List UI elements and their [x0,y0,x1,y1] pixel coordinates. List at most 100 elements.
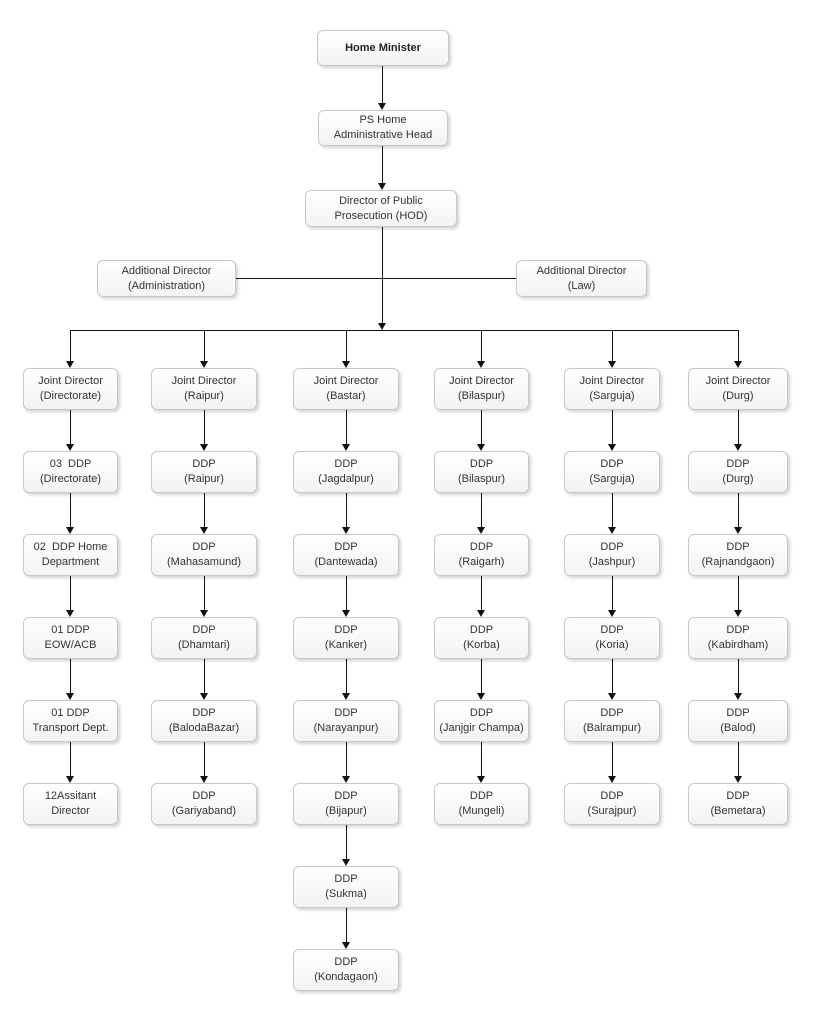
connector-arrowhead-down [66,776,74,783]
connector-arrowhead-down [342,444,350,451]
node-ddp-balrampur: DDP (Balrampur) [564,700,660,742]
connector-arrowhead-down [734,776,742,783]
node-ps-home-admin-head: PS Home Administrative Head [318,110,448,146]
connector-vline [70,493,71,527]
connector-arrowhead-down [608,776,616,783]
connector-arrowhead-down [200,776,208,783]
connector-vline [346,576,347,610]
node-ddp-kanker: DDP (Kanker) [293,617,399,659]
connector-vline [738,330,739,361]
connector-vline [481,576,482,610]
connector-arrowhead-down [734,527,742,534]
node-ddp-bijapur: DDP (Bijapur) [293,783,399,825]
connector-vline [738,576,739,610]
connector-vline [70,659,71,693]
connector-arrowhead-down [200,527,208,534]
connector-arrowhead-down [378,183,386,190]
node-ddp-durg: DDP (Durg) [688,451,788,493]
connector-vline [612,576,613,610]
connector-arrowhead-down [477,444,485,451]
node-ddp-mungeli: DDP (Mungeli) [434,783,529,825]
connector-vline [612,493,613,527]
connector-arrowhead-down [342,527,350,534]
node-ddp-rajnandgaon: DDP (Rajnandgaon) [688,534,788,576]
node-ddp-raigarh: DDP (Raigarh) [434,534,529,576]
connector-vline [346,493,347,527]
connector-arrowhead-down [66,610,74,617]
connector-arrowhead-down [200,361,208,368]
node-jd-bastar: Joint Director (Bastar) [293,368,399,410]
connector-arrowhead-down [200,444,208,451]
connector-arrowhead-down [342,610,350,617]
connector-hline [70,330,738,331]
node-ddp-bemetara: DDP (Bemetara) [688,783,788,825]
connector-arrowhead-down [378,103,386,110]
connector-hline [236,278,516,279]
connector-vline [204,742,205,776]
node-ddp-koria: DDP (Koria) [564,617,660,659]
connector-arrowhead-down [200,610,208,617]
node-ddp-raipur: DDP (Raipur) [151,451,257,493]
connector-vline [346,742,347,776]
connector-arrowhead-down [66,693,74,700]
connector-arrowhead-down [477,610,485,617]
connector-vline [70,330,71,361]
node-ddp-kondagaon: DDP (Kondagaon) [293,949,399,991]
connector-vline [612,330,613,361]
connector-vline [346,908,347,942]
connector-vline [70,742,71,776]
node-ddp-directorate: 03 DDP (Directorate) [23,451,118,493]
connector-arrowhead-down [342,693,350,700]
connector-vline [738,742,739,776]
node-ddp-mahasamund: DDP (Mahasamund) [151,534,257,576]
connector-vline [204,410,205,444]
connector-arrowhead-down [608,527,616,534]
connector-vline [204,330,205,361]
connector-arrowhead-down [608,693,616,700]
connector-arrowhead-down [734,610,742,617]
connector-vline [481,493,482,527]
node-ddp-janjgir-champa: DDP (Janjgir Champa) [434,700,529,742]
node-ddp-balod: DDP (Balod) [688,700,788,742]
connector-vline [738,410,739,444]
connector-arrowhead-down [734,693,742,700]
node-addl-director-administration: Additional Director (Administration) [97,260,236,297]
node-jd-directorate: Joint Director (Directorate) [23,368,118,410]
connector-vline [738,493,739,527]
node-ddp-eow-acb: 01 DDP EOW/ACB [23,617,118,659]
connector-arrowhead-down [66,527,74,534]
node-ddp-dhamtari: DDP (Dhamtari) [151,617,257,659]
connector-vline [382,146,383,183]
node-ddp-gariyaband: DDP (Gariyaband) [151,783,257,825]
connector-vline [612,659,613,693]
connector-vline [481,742,482,776]
node-ddp-dantewada: DDP (Dantewada) [293,534,399,576]
connector-arrowhead-down [342,361,350,368]
connector-arrowhead-down [608,361,616,368]
connector-arrowhead-down [477,527,485,534]
connector-vline [346,659,347,693]
node-ddp-kabirdham: DDP (Kabirdham) [688,617,788,659]
connector-vline [612,742,613,776]
node-ddp-sarguja: DDP (Sarguja) [564,451,660,493]
connector-arrowhead-down [66,361,74,368]
node-ddp-sukma: DDP (Sukma) [293,866,399,908]
node-ddp-korba: DDP (Korba) [434,617,529,659]
connector-vline [481,330,482,361]
node-jd-raipur: Joint Director (Raipur) [151,368,257,410]
connector-arrowhead-down [734,361,742,368]
connector-vline [738,659,739,693]
connector-vline [346,330,347,361]
node-ddp-jagdalpur: DDP (Jagdalpur) [293,451,399,493]
connector-vline [481,659,482,693]
connector-arrowhead-down [477,776,485,783]
node-assistant-director: 12Assitant Director [23,783,118,825]
node-director-public-prosecution: Director of Public Prosecution (HOD) [305,190,457,227]
connector-arrowhead-down [477,693,485,700]
node-home-minister: Home Minister [317,30,449,66]
node-ddp-narayanpur: DDP (Narayanpur) [293,700,399,742]
connector-vline [346,825,347,859]
connector-arrowhead-down [608,444,616,451]
connector-arrowhead-down [608,610,616,617]
